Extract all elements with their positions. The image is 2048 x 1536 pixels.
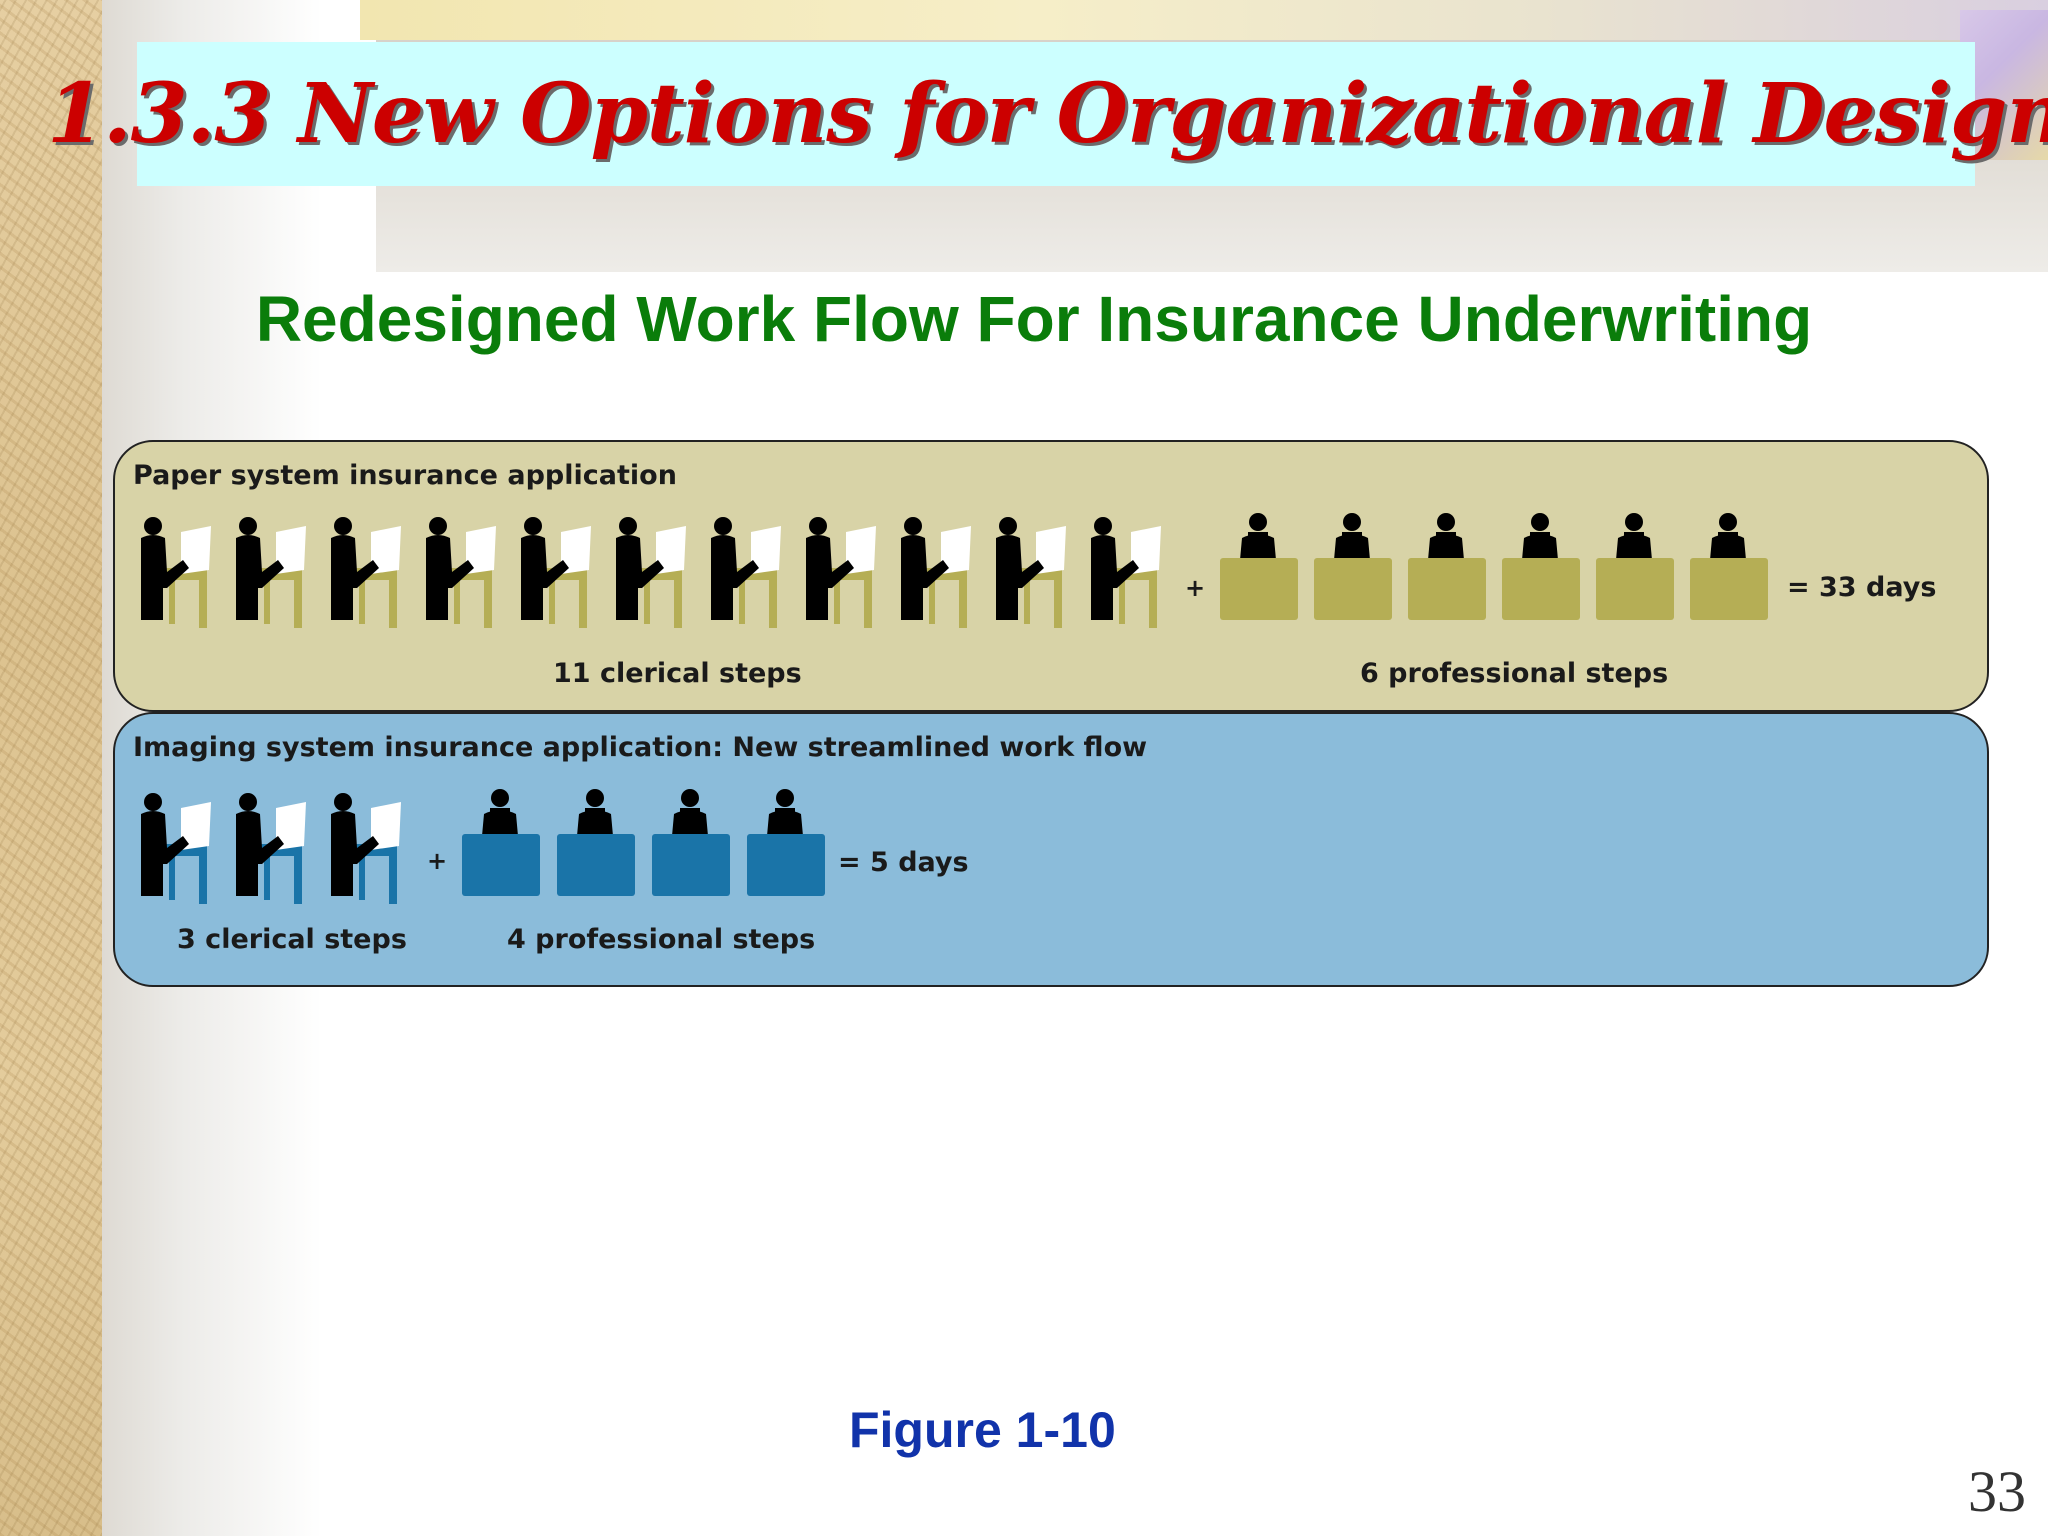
diagram-subtitle: Redesigned Work Flow For Insurance Under…	[255, 283, 1813, 355]
clerk-icon	[331, 793, 401, 904]
top-decor-band	[360, 0, 2048, 40]
professional-icon	[557, 789, 635, 896]
clerk-icon	[141, 517, 211, 628]
imaging-system-label: Imaging system insurance application: Ne…	[133, 732, 1148, 763]
slide-title: 1.3.3 New Options for Organizational Des…	[47, 66, 2048, 162]
clerk-icon	[1091, 517, 1161, 628]
imaging-professional-caption: 4 professional steps	[507, 924, 816, 955]
professional-icon	[1596, 513, 1674, 620]
professional-icon	[462, 789, 540, 896]
clerk-icon	[901, 517, 971, 628]
figure-caption: Figure 1-10	[849, 1402, 1116, 1458]
paper-result: = 33 days	[1787, 572, 1937, 603]
imaging-plus-sign: +	[427, 847, 448, 875]
professional-icon	[1408, 513, 1486, 620]
imaging-result: = 5 days	[838, 847, 969, 878]
clerk-icon	[616, 517, 686, 628]
professional-icon	[1690, 513, 1768, 620]
professional-icon	[747, 789, 825, 896]
professional-icon	[652, 789, 730, 896]
clerk-icon	[141, 793, 211, 904]
paper-plus-sign: +	[1185, 574, 1206, 602]
clerk-icon	[521, 517, 591, 628]
title-banner: 1.3.3 New Options for Organizational Des…	[47, 42, 2048, 186]
professional-icon	[1502, 513, 1580, 620]
imaging-system-panel: Imaging system insurance application: Ne…	[113, 712, 1989, 987]
professional-icon	[1314, 513, 1392, 620]
paper-clerical-caption: 11 clerical steps	[553, 658, 802, 689]
clerk-icon	[236, 793, 306, 904]
imaging-system-icons	[141, 789, 825, 904]
parchment-strip	[0, 0, 102, 1536]
clerk-icon	[711, 517, 781, 628]
paper-system-label: Paper system insurance application	[133, 460, 677, 491]
imaging-clerical-caption: 3 clerical steps	[177, 924, 407, 955]
professional-icon	[1220, 513, 1298, 620]
clerk-icon	[236, 517, 306, 628]
paper-professional-caption: 6 professional steps	[1360, 658, 1669, 689]
clerk-icon	[331, 517, 401, 628]
clerk-icon	[996, 517, 1066, 628]
paper-system-icons	[141, 513, 1768, 628]
clerk-icon	[426, 517, 496, 628]
clerk-icon	[806, 517, 876, 628]
paper-system-panel: Paper system insurance application + = 3…	[113, 440, 1989, 712]
page-number: 33	[1968, 1459, 2026, 1524]
